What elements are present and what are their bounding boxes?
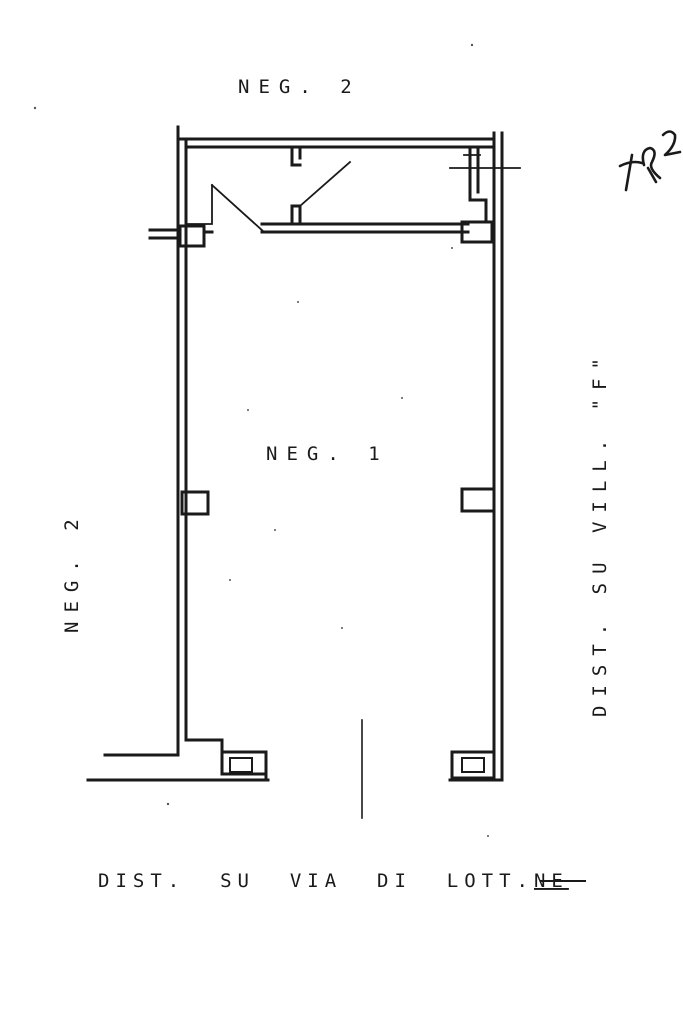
column-top-left [148,224,214,248]
label-dist-su-via: DIST. SU VIA DI LOTT.NE [98,870,569,892]
wall-bottom [86,738,504,782]
label-neg2-top: NEG. 2 [238,76,361,98]
scan-specks [33,43,489,837]
handwritten-annotation [618,130,682,192]
label-dist-su-vill-f: DIST. SU VILL. "F" [589,349,611,717]
partition-wall [260,145,470,234]
column-mid-left [180,490,210,516]
label-neg2-left: NEG. 2 [61,510,83,633]
wall-top [176,137,496,149]
column-bottom-right [450,750,496,780]
wall-left [176,125,188,742]
column-bottom-left [220,750,268,782]
label-neg1-center: NEG. 1 [266,443,389,465]
wall-right [492,131,504,782]
label-bottom-main: DIST. SU VIA DI LOTT. [98,870,534,892]
door-swing-right [298,160,352,208]
column-top-right [449,145,521,244]
column-mid-right [460,487,496,513]
door-swing-left [185,183,266,234]
